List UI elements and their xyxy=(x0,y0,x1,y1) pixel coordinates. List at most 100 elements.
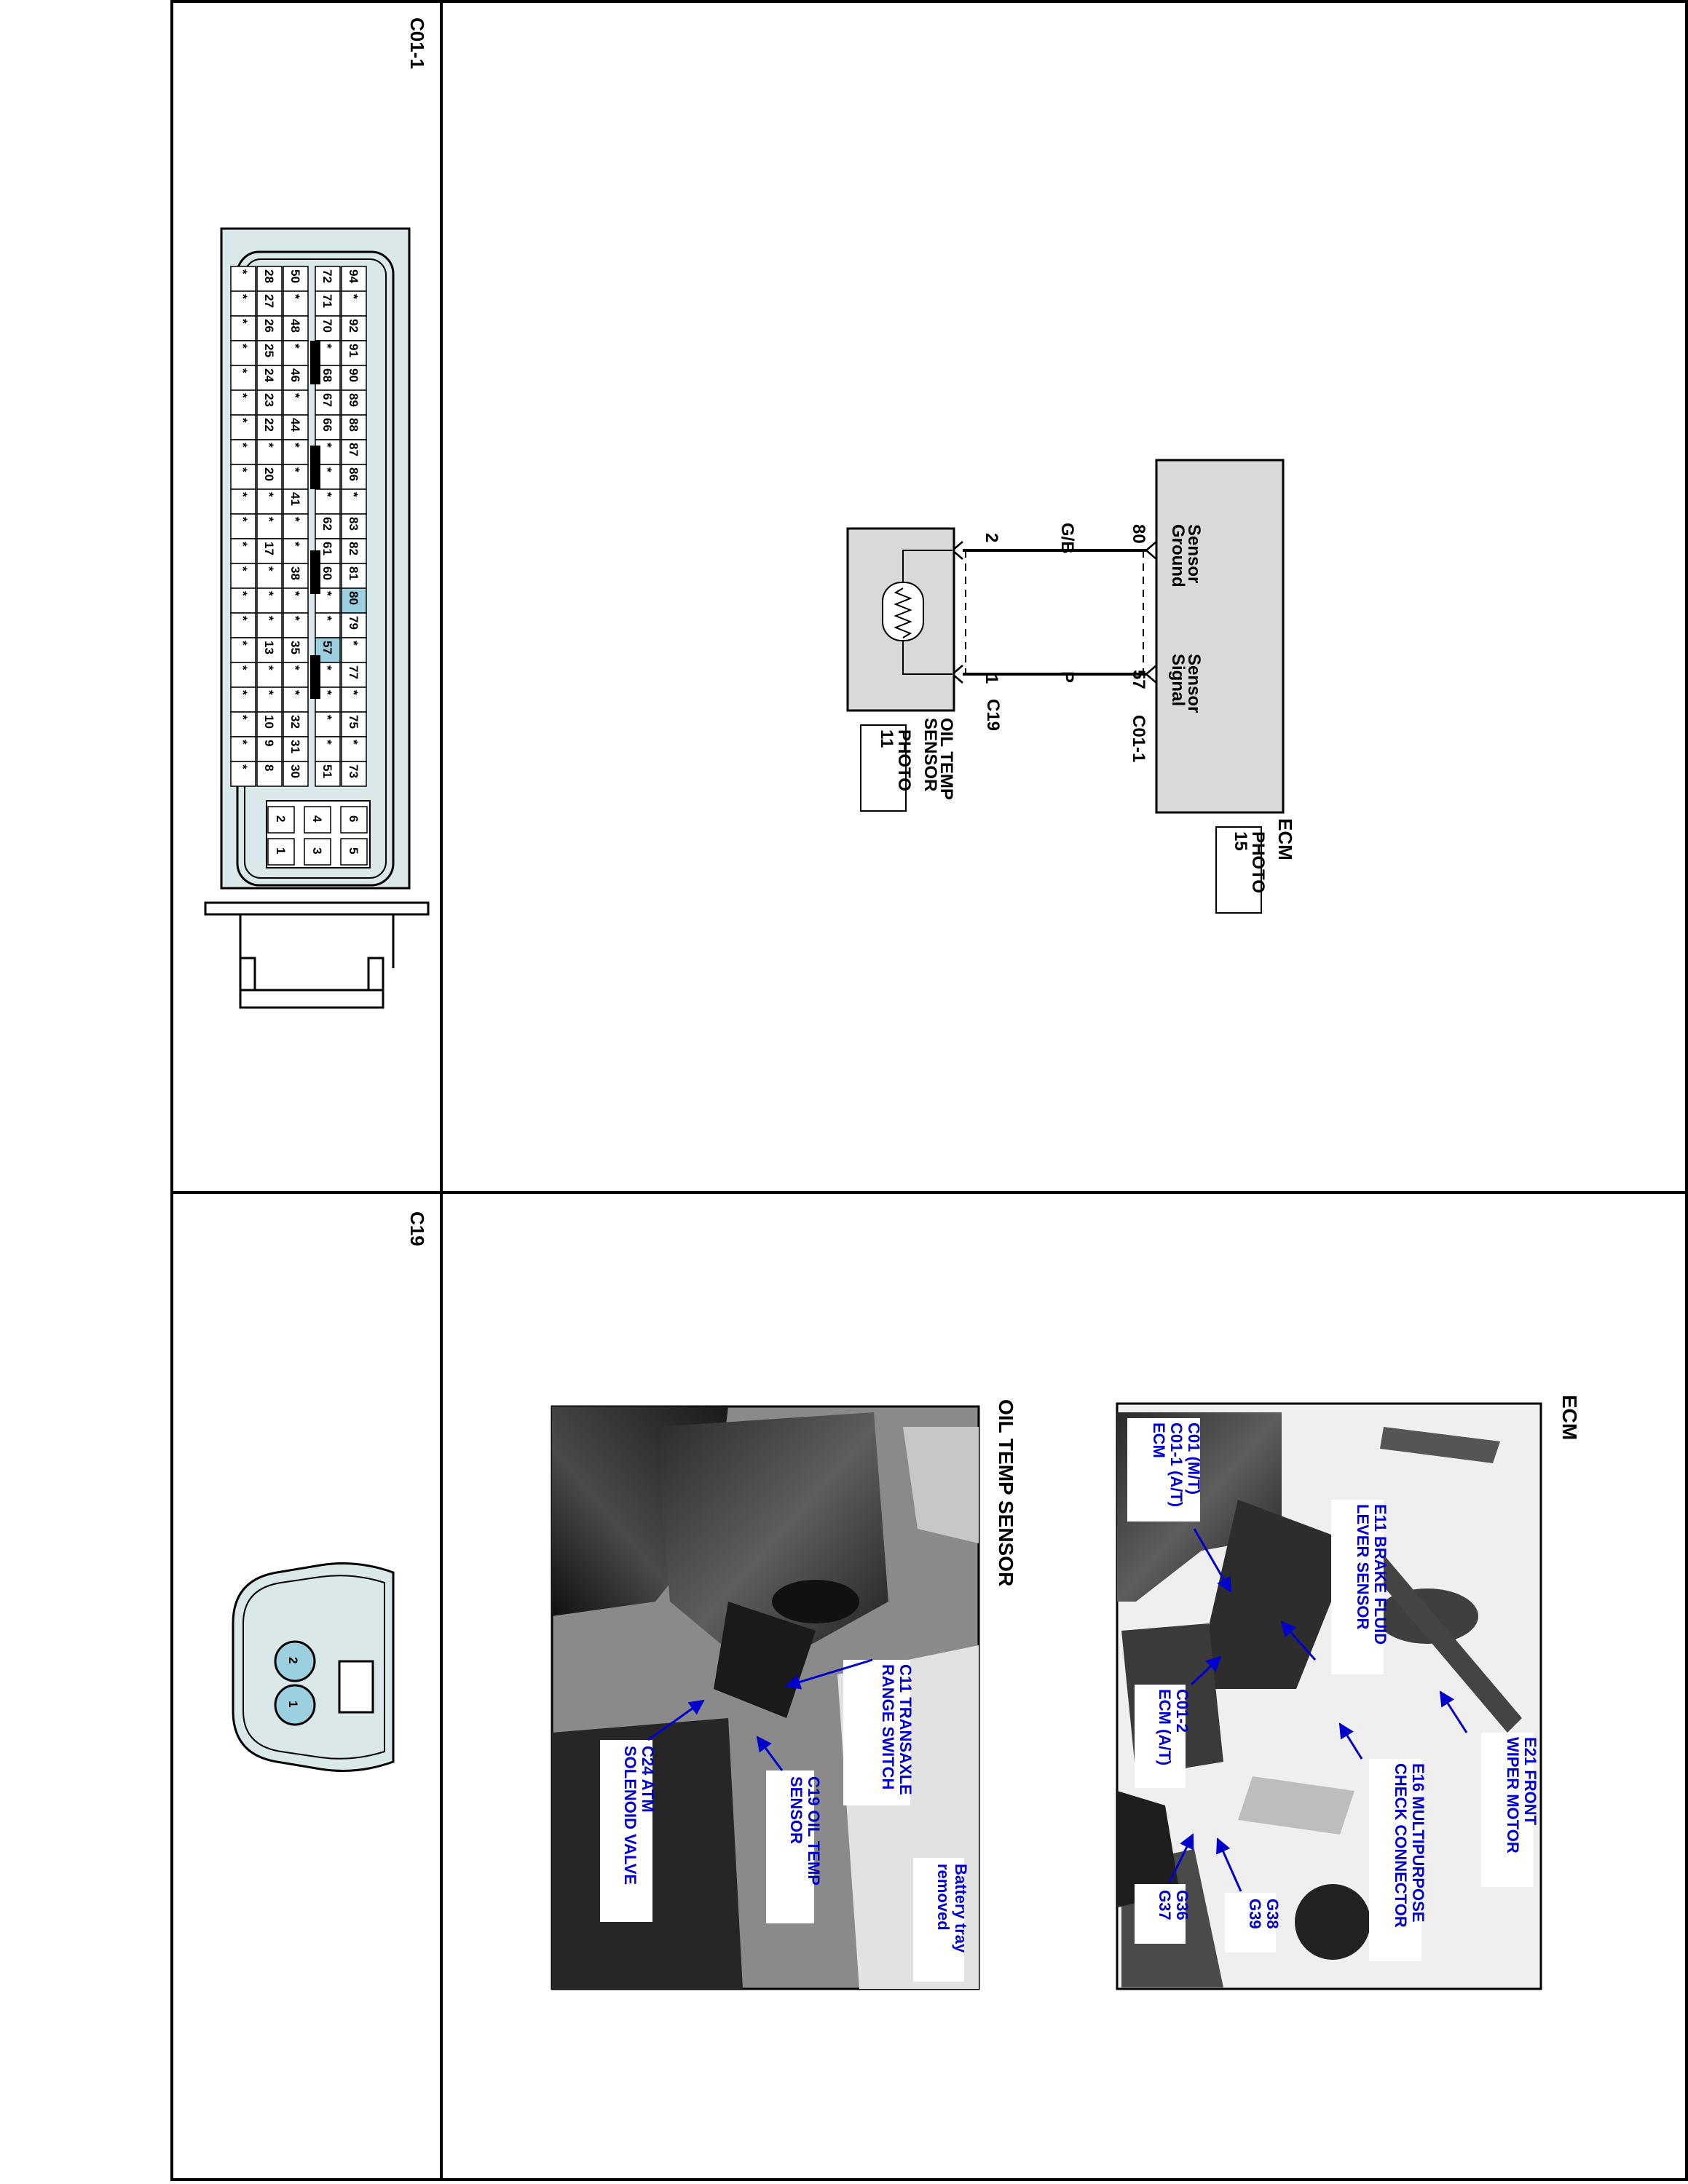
c01-1-pin-label: * xyxy=(262,616,276,621)
ecm-pin-80: 80 xyxy=(1129,524,1148,544)
c01-1-pin-label: * xyxy=(262,443,276,448)
ecm-photo-num: 15 xyxy=(1231,831,1250,851)
connector-c19: C19 2 1 xyxy=(232,1211,428,1772)
c01-1-pin-cell xyxy=(283,563,309,589)
c01-1-pin-label: * xyxy=(236,393,250,398)
callout-c01-2-2: ECM (A/T) xyxy=(1156,1689,1174,1765)
callout-c24-1: C24 ATM xyxy=(639,1746,657,1813)
callout-e11-2: LEVER SENSOR xyxy=(1354,1504,1372,1629)
c01-1-pin-label: * xyxy=(320,492,334,497)
c01-1-pin-label: 92 xyxy=(347,319,360,333)
callout-g39: G39 xyxy=(1246,1899,1264,1929)
c01-1-pin-label: 31 xyxy=(288,740,302,753)
c01-1-pin-cell xyxy=(341,711,367,737)
c01-1-pin-label: 73 xyxy=(347,764,360,778)
ecm-label: ECM xyxy=(1274,818,1296,860)
c01-1-pin-label: * xyxy=(236,443,250,448)
callout-battery-1: Battery tray xyxy=(952,1864,970,1953)
c01-1-pin-cell xyxy=(341,662,367,688)
c01-1-pin-label: 28 xyxy=(262,269,276,283)
sensor-pin-1: 1 xyxy=(982,674,1001,684)
c01-1-small-pin-label: 2 xyxy=(274,815,288,822)
c01-1-title: C01-1 xyxy=(406,17,428,69)
c01-1-pin-cell xyxy=(256,290,283,317)
c01-1-pin-label: * xyxy=(347,492,360,497)
c01-1-pin-label: 80 xyxy=(347,591,360,605)
c01-1-pin-label: 89 xyxy=(347,393,360,407)
c01-1-pin-cell xyxy=(283,488,309,515)
c01-1-pin-label: * xyxy=(236,294,250,299)
c01-1-pin-cell xyxy=(256,414,283,440)
callout-e21-2: WIPER MOTOR xyxy=(1504,1737,1522,1853)
c01-1-pin-label: 27 xyxy=(262,294,276,308)
c01-1-pin-cell xyxy=(315,612,341,638)
c01-1-pin-cell xyxy=(341,290,367,317)
c01-1-pin-label: * xyxy=(236,764,250,769)
c01-1-pin-label: * xyxy=(262,665,276,670)
c01-1-small-pin-cell xyxy=(340,838,368,866)
c01-1-pin-label: * xyxy=(236,616,250,621)
c01-1-pin-cell xyxy=(341,587,367,614)
c01-1-pin-label: * xyxy=(320,344,334,349)
c01-1-pin-cell xyxy=(256,736,283,762)
c01-1-pin-label: 41 xyxy=(288,492,302,506)
c01-1-pin-label: * xyxy=(236,344,250,349)
c19-pin-1 xyxy=(274,1684,316,1726)
c01-1-pin-cell xyxy=(315,587,341,614)
c01-1-small-pin-cell xyxy=(340,806,368,834)
callout-c01-3: ECM xyxy=(1150,1423,1168,1458)
c01-1-small-pin-label: 4 xyxy=(310,815,324,823)
c01-1-pin-cell xyxy=(256,488,283,515)
callout-g37: G37 xyxy=(1156,1890,1174,1920)
oil-photo-title: OIL TEMP SENSOR xyxy=(995,1399,1017,1586)
callout-c19-2: SENSOR xyxy=(787,1776,805,1844)
c01-1-pin-label: 86 xyxy=(347,467,360,481)
c01-1-pin-label: * xyxy=(288,393,302,398)
c01-1-pin-label: 94 xyxy=(347,269,360,283)
c01-1-pin-cell xyxy=(283,711,309,737)
c01-1-pin-label: * xyxy=(288,542,302,547)
callout-c11-1: C11 TRANSAXLE xyxy=(896,1664,915,1795)
c01-1-pin-label: * xyxy=(236,269,250,274)
c01-1-pin-label: 61 xyxy=(320,542,334,555)
c01-1-pin-label: * xyxy=(236,542,250,547)
c01-1-pin-cell xyxy=(283,439,309,465)
c01-1-pin-cell xyxy=(315,290,341,317)
c01-1-pin-label: 68 xyxy=(320,368,334,382)
c01-1-pin-label: 48 xyxy=(288,319,302,333)
c01-1-pin-label: 50 xyxy=(288,269,302,283)
c01-1-pin-label: 57 xyxy=(320,641,334,654)
c01-1-pin-cell xyxy=(341,761,367,787)
c01-1-pin-cell xyxy=(283,340,309,366)
wire-color-gb: G/B xyxy=(1057,523,1077,554)
oil-temp-schematic: Sensor Ground Sensor Signal ECM PHOTO 15… xyxy=(846,459,1296,914)
c19-pin-2 xyxy=(274,1640,316,1682)
c01-1-pin-cell xyxy=(315,266,341,292)
c01-1-pin-label: 10 xyxy=(262,715,276,729)
c01-1-pin-cell xyxy=(230,290,256,317)
c01-1-pin-cell xyxy=(341,637,367,663)
c01-1-pin-cell xyxy=(341,513,367,539)
c01-1-pin-label: 25 xyxy=(262,344,276,357)
c01-1-small-pin-cell xyxy=(267,806,295,834)
c01-1-pin-label: * xyxy=(236,566,250,571)
c01-1-pin-label: 75 xyxy=(347,715,360,729)
sensor-signal-label-1: Sensor xyxy=(1184,654,1204,713)
c01-1-pin-cell xyxy=(283,687,309,713)
c01-1-pin-label: 87 xyxy=(347,443,360,456)
oil-temp-sensor-photo: OIL TEMP SENSOR Battery tray removed C11… xyxy=(551,1399,1017,1990)
c19-pin-2-label: 2 xyxy=(286,1657,300,1663)
c01-1-pin-label: 81 xyxy=(347,566,360,580)
c01-1-small-pin-label: 5 xyxy=(347,847,360,854)
c01-1-pin-cell xyxy=(283,612,309,638)
c01-1-pin-label: * xyxy=(236,368,250,373)
c01-1-pin-label: * xyxy=(288,665,302,670)
sensor-label-2: SENSOR xyxy=(920,718,940,791)
c01-1-pin-cell xyxy=(283,538,309,564)
c01-1-pin-label: * xyxy=(320,715,334,720)
c01-1-pin-cell xyxy=(341,414,367,440)
c01-1-pin-cell xyxy=(341,365,367,391)
c01-1-pin-label: * xyxy=(236,715,250,720)
callout-g36: G36 xyxy=(1173,1890,1191,1920)
